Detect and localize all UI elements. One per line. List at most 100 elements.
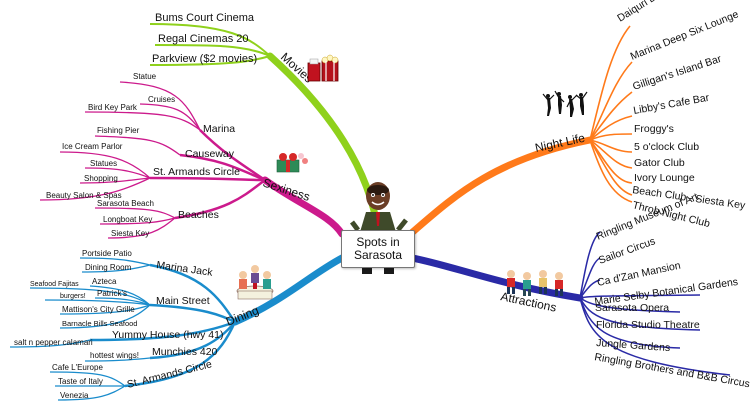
marina-label[interactable]: Marina [203,123,235,135]
marina-item[interactable]: Statue [133,72,157,81]
yummy-label[interactable]: Yummy House (hwy 41) [112,329,223,341]
dining-connector [149,303,236,324]
night-life-item[interactable]: Gilligan's Island Bar [631,53,723,93]
dining-armands-item[interactable]: Venezia [60,391,89,400]
dining-connector [89,320,236,342]
night-life-item[interactable]: Gator Club [634,157,685,169]
night-life-item[interactable]: Marina Deep Six Lounge [629,8,741,62]
dining-connector [149,321,236,360]
main-street-item[interactable]: Barnacle Bills Seafood [62,319,137,328]
dancers-icon [542,90,588,117]
movies-branch: Bums Court Cinema Regal Cinemas 20 Parkv… [149,12,339,86]
main-street-item[interactable]: Seafood Fajitas [30,281,79,288]
causeway-label[interactable]: Causeway [185,148,235,160]
sexiness-label[interactable]: Sexiness [261,176,312,204]
main-street-leaf-line [29,287,151,306]
dining-armands-item[interactable]: Taste of Italy [58,377,103,386]
main-street-leaf-line [59,304,151,329]
armands-item[interactable]: Ice Cream Parlor [62,142,123,151]
dining-table-icon [236,265,274,300]
attractions-connector [579,294,701,299]
dining-label[interactable]: Dining [224,303,261,329]
attractions-connector [579,297,701,331]
movies-main-branch [266,52,382,236]
attraction-item[interactable]: Sarasota Opera [595,302,669,314]
main-street-leaf-line [44,299,151,306]
attractions-main-branch [408,254,584,302]
marina-leaf-line [84,111,201,131]
night-life-label[interactable]: Night Life [534,131,587,155]
night-life-connector [589,91,633,141]
beaches-item[interactable]: Siesta Key [111,229,149,238]
night-life-branch: Daiquri Deck Marina Deep Six Lounge Gill… [534,0,747,230]
movie-item[interactable]: Parkview ($2 movies) [152,53,257,65]
beaches-leaf-line [99,217,176,225]
marina-leaf-line [119,81,201,131]
night-life-item[interactable]: Libby's Cafe Bar [632,92,710,117]
attraction-item[interactable]: Jungle Gardens [596,337,671,354]
armands-leaf-line [39,177,151,201]
armands-item[interactable]: Statues [90,159,117,168]
munchies-item[interactable]: hottest wings! [90,351,139,360]
night-life-item[interactable]: Froggy's [634,123,674,135]
movie-item[interactable]: Bums Court Cinema [155,12,255,24]
marina-item[interactable]: Bird Key Park [88,103,138,112]
attractions-connector [579,297,681,313]
main-street-item[interactable]: Patrick's [97,289,127,298]
marina-jack-item[interactable]: Dining Room [85,263,132,272]
central-topic-line2: Sarasota [353,248,403,262]
main-street-label[interactable]: Main Street [156,295,210,307]
movies-connector [154,44,271,57]
movie-item[interactable]: Regal Cinemas 20 [158,33,249,45]
attraction-item[interactable]: Ringling Brothers and B&B Circus [593,351,750,390]
yummy-leaf-line [9,339,91,348]
munchies-leaf-line [84,357,151,362]
sexiness-connector [174,179,266,220]
night-life-connector [589,139,633,196]
dining-armands-leaf-line [57,385,126,401]
night-life-connector [589,139,633,153]
sexiness-connector [179,153,266,182]
marina-leaf-line [139,103,201,131]
marina-jack-item[interactable]: Portside Patio [82,249,132,258]
beaches-item[interactable]: Longboat Key [103,215,152,224]
attractions-connector [579,231,601,299]
dining-connector [124,321,237,388]
beaches-item[interactable]: Sarasota Beach [97,199,154,208]
dining-connector [149,263,237,323]
attractions-connector [579,297,681,349]
movies-connector [149,23,271,57]
armands-item[interactable]: Beauty Salon & Spas [46,191,122,200]
night-life-main-branch [404,136,594,240]
attraction-item[interactable]: Florida Studio Theatre [596,319,700,331]
st-armands-label[interactable]: St. Armands Circle [153,166,240,178]
beaches-label[interactable]: Beaches [178,209,219,221]
main-street-leaf-line [59,304,151,315]
main-street-item[interactable]: burgers! [60,293,86,300]
gift-icon [276,153,308,173]
dining-armands-label[interactable]: St. Armands Circle [126,358,213,391]
night-life-item[interactable]: Daiquri Deck [615,0,673,25]
munchies-label[interactable]: Munchies 420 [152,346,218,358]
main-branch-lines [231,52,594,326]
sexiness-connector [149,176,266,182]
dining-armands-item[interactable]: Cafe L'Europe [52,363,103,372]
causeway-item[interactable]: Fishing Pier [97,126,140,135]
main-street-item[interactable]: Azteca [92,277,117,286]
attraction-item[interactable]: Ca d'Zan Mansion [596,260,682,289]
dining-armands-leaf-line [49,371,126,387]
dining-main-branch [231,254,346,326]
marina-item[interactable]: Cruises [148,95,175,104]
main-street-item[interactable]: Mattison's City Grille [62,305,135,314]
yummy-item[interactable]: salt n pepper calamari [14,338,93,347]
night-life-item[interactable]: 5 o'clock Club [634,141,699,153]
beaches-leaf-line [107,217,176,239]
main-street-leaf-line [89,285,151,306]
armands-item[interactable]: Shopping [84,174,118,183]
night-life-connector [589,61,633,141]
movies-connector [149,55,271,66]
central-topic[interactable]: Spots in Sarasota [341,230,415,268]
attractions-connector [579,279,601,299]
night-life-item[interactable]: Ivory Lounge [634,172,695,184]
